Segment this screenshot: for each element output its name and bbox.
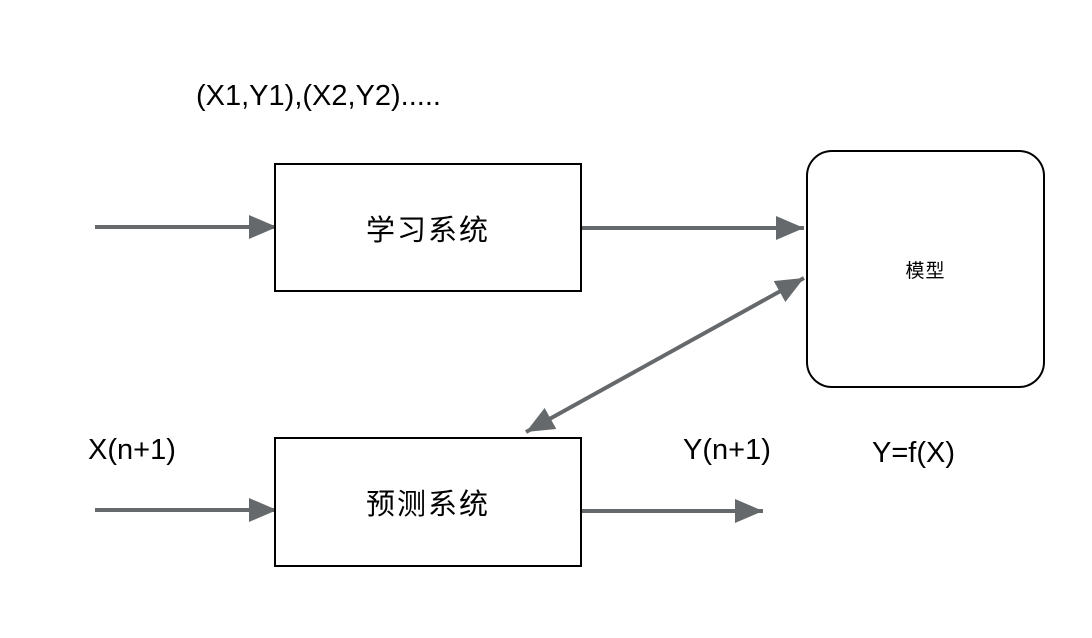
learning-system-label: 学习系统: [365, 214, 490, 247]
new-input-label: X(n+1): [88, 434, 176, 466]
training-data-label: (X1,Y1),(X2,Y2).....: [196, 80, 441, 112]
model-function-label: Y=f(X): [872, 437, 955, 469]
prediction-system-label: 预测系统: [365, 489, 490, 521]
model-label: 模型: [905, 260, 946, 282]
prediction-output-label: Y(n+1): [683, 434, 771, 466]
prediction-system-node: 预测系统: [274, 437, 582, 567]
edge-model-prediction-double-arrow: [525, 276, 805, 434]
learning-system-node: 学习系统: [274, 163, 582, 292]
model-node: 模型: [806, 150, 1045, 388]
